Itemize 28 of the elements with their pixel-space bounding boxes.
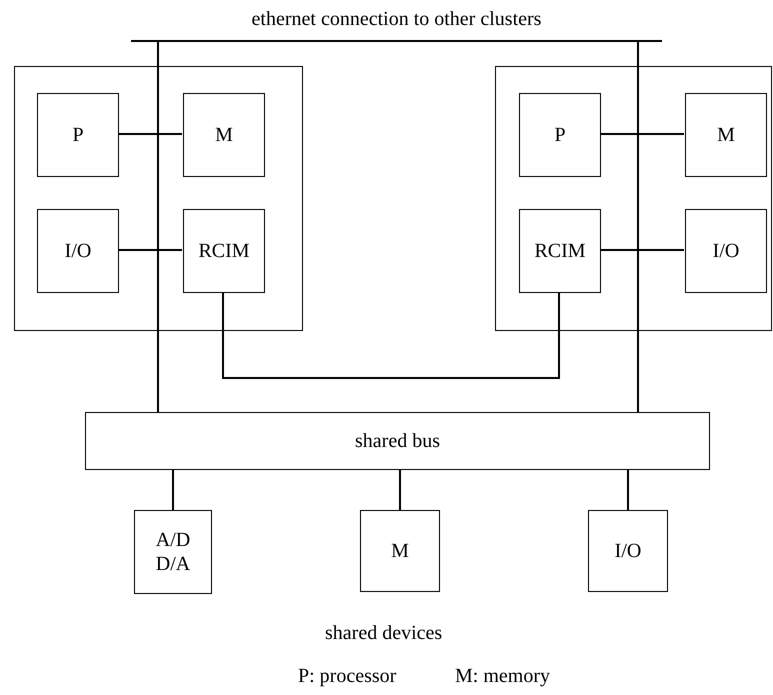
connector-line xyxy=(118,133,182,135)
connector-line xyxy=(222,292,560,379)
module-box: P xyxy=(37,93,119,177)
module-box: P xyxy=(519,93,601,177)
module-box: I/O xyxy=(588,510,668,592)
legend-text: M: memory xyxy=(455,665,550,688)
module-box: I/O xyxy=(685,209,767,293)
module-box: I/O xyxy=(37,209,119,293)
cluster-frame xyxy=(495,66,772,331)
connector-line xyxy=(157,42,159,412)
module-box: A/D D/A xyxy=(134,510,212,594)
module-box: M xyxy=(183,93,265,177)
connector-line xyxy=(172,470,174,510)
module-box: RCIM xyxy=(519,209,601,293)
connector-line xyxy=(637,42,639,412)
connector-line xyxy=(118,249,182,251)
legend-text: P: processor xyxy=(298,665,396,688)
connector-line xyxy=(600,249,684,251)
network-label: ethernet connection to other clusters xyxy=(250,8,542,31)
caption-text: shared devices xyxy=(325,622,442,645)
module-box: M xyxy=(685,93,767,177)
connector-line xyxy=(600,133,684,135)
cluster-frame xyxy=(14,66,303,331)
module-box: RCIM xyxy=(183,209,265,293)
connector-line xyxy=(399,470,401,510)
bus-bar: shared bus xyxy=(85,412,710,470)
module-box: M xyxy=(360,510,440,592)
connector-line xyxy=(627,470,629,510)
